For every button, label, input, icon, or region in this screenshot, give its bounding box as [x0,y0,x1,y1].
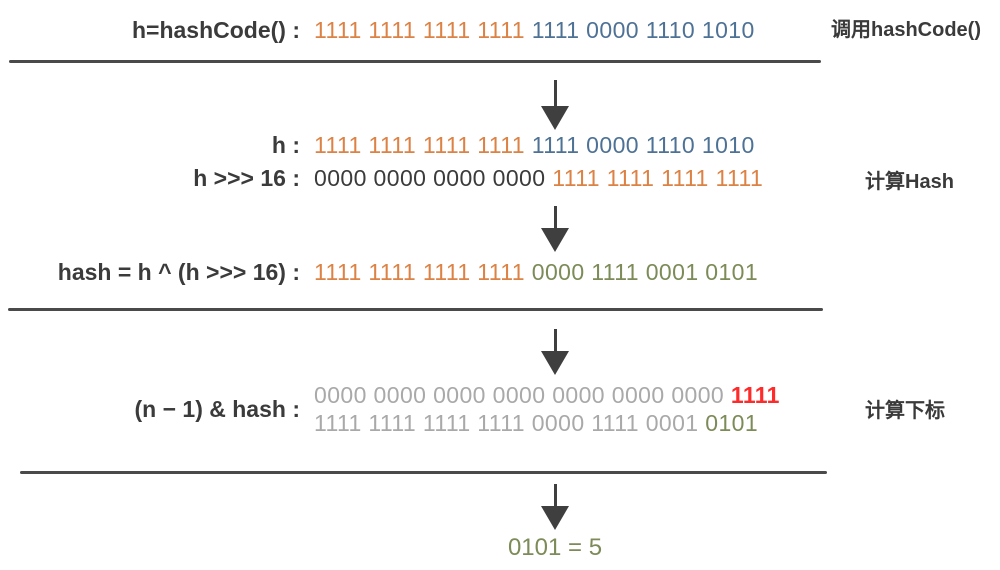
step2-shift-row: h >>> 16 : 0000 0000 0000 0000 1111 1111… [0,163,763,193]
arrow-stem [553,484,557,506]
down-arrow-icon-1 [540,80,570,130]
step2-h-label: h : [271,132,300,158]
step3-bits-high: 1111 1111 1111 1111 [314,259,525,285]
step4-label: (n − 1) & hash : [134,396,301,422]
step4-row: (n − 1) & hash : 0000 0000 0000 0000 000… [0,381,780,437]
arrow-head [541,506,569,530]
step1-bits-low: 1111 0000 1110 1010 [531,17,755,43]
step4-mask-bits: 0000 0000 0000 0000 0000 0000 0000 [314,382,725,408]
down-arrow-icon-3 [540,329,570,375]
down-arrow-icon-4 [540,484,570,530]
step2-shift-bits-high: 0000 0000 0000 0000 [314,165,546,191]
step4-mask-tail: 1111 [730,382,780,408]
step3-binary: 1111 1111 1111 1111 0000 1111 0001 0101 [314,257,758,287]
step2-shift-label: h >>> 16 : [193,165,300,191]
step2-h-bits-low: 1111 0000 1110 1010 [531,132,755,158]
step2-note: 计算Hash [865,171,954,193]
step2-shift-bits-low: 1111 1111 1111 1111 [552,165,764,191]
divider-line-2 [8,308,823,311]
bit-gap [525,259,532,285]
arrow-stem [553,329,557,351]
step2-shift-binary: 0000 0000 0000 0000 1111 1111 1111 1111 [314,163,763,193]
step3-label: hash = h ^ (h >>> 16) : [57,259,300,285]
step1-binary: 1111 1111 1111 1111 1111 0000 1110 1010 [314,15,755,45]
step4-note: 计算下标 [865,400,945,422]
step1-note: 调用hashCode() [831,19,981,41]
step2-h-binary: 1111 1111 1111 1111 1111 0000 1110 1010 [314,130,755,160]
step4-hash-bits: 1111 1111 1111 1111 0000 1111 0001 [314,410,699,436]
step2-h-row: h : 1111 1111 1111 1111 1111 0000 1110 1… [0,130,755,160]
bit-gap [525,132,532,158]
step2-h-bits-high: 1111 1111 1111 1111 [314,132,525,158]
divider-line-3 [20,471,827,474]
result-value: 0101 = 5 [507,534,603,561]
step4-hash-row: 1111 1111 1111 1111 0000 1111 0001 0101 [314,409,780,437]
bit-gap [724,382,731,408]
step4-hash-tail: 0101 [705,410,759,436]
arrow-head [541,228,569,252]
step1-label: h=hashCode() : [131,17,300,43]
step3-bits-low: 0000 1111 0001 0101 [531,259,759,285]
arrow-stem [553,80,557,106]
step4-binary-stack: 0000 0000 0000 0000 0000 0000 0000 1111 … [314,381,780,437]
arrow-head [541,351,569,375]
step1-row: h=hashCode() : 1111 1111 1111 1111 1111 … [0,15,755,45]
down-arrow-icon-2 [540,206,570,252]
bit-gap [525,17,532,43]
step4-mask-row: 0000 0000 0000 0000 0000 0000 0000 1111 [314,381,780,409]
arrow-head [541,106,569,130]
arrow-stem [553,206,557,228]
step3-row: hash = h ^ (h >>> 16) : 1111 1111 1111 1… [0,257,758,287]
divider-line-1 [9,60,821,63]
step1-bits-high: 1111 1111 1111 1111 [314,17,525,43]
